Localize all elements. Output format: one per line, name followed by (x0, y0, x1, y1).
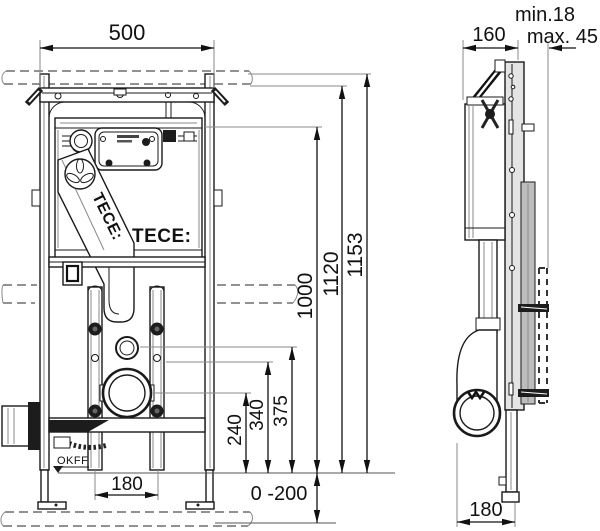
mounting-stud-left (87, 285, 103, 471)
wall-anchor-tab (521, 123, 535, 132)
dim-160-label: 160 (472, 24, 505, 46)
wall-dashed-section (538, 267, 548, 404)
dimensions: 500 1153 1120 1000 375 340 240 180 0 -20… (39, 4, 598, 527)
dim-1120-label: 1120 (320, 251, 343, 296)
dim-1153-label: 1153 (344, 232, 367, 277)
ceiling-bracket-right (210, 86, 230, 107)
wall-min-label: min.18 (515, 4, 575, 26)
corner-gusset-right (188, 101, 206, 119)
half-wall-band (1, 284, 299, 304)
dim-floor-adjust-label: 0 -200 (251, 483, 308, 505)
access-panel (94, 127, 163, 171)
front-view: TECE: TECE: (1, 73, 230, 510)
ceiling-bracket-left (24, 86, 44, 107)
dim-240-label: 240 (225, 414, 246, 446)
supply-valve (163, 130, 176, 142)
ceiling-band (1, 70, 253, 85)
flush-connection-circle (115, 336, 139, 360)
frame-bottom-crossbar (48, 417, 206, 450)
dim-180-front-label: 180 (111, 474, 143, 495)
floor-level-label: OKFF (57, 455, 88, 467)
rear-channel (518, 181, 549, 405)
dim-1000-label: 1000 (294, 273, 317, 320)
dim-180-side-label: 180 (469, 499, 502, 521)
panel-knob (142, 138, 150, 146)
dim-width-label: 500 (109, 20, 146, 45)
cistern-side (464, 96, 506, 241)
frame-brand-label: TECE: (132, 226, 192, 247)
drain-stub (1, 402, 40, 450)
wall-max-label: max. 45 (527, 26, 598, 48)
type-label-text2 (117, 140, 132, 143)
type-label-text (117, 135, 139, 138)
side-flush-pipe (475, 239, 501, 333)
service-box (62, 261, 83, 286)
floor-band (0, 511, 253, 527)
frame-foot-right (185, 469, 215, 510)
drain-elbow (452, 329, 502, 438)
side-view (452, 55, 549, 503)
dim-375-label: 375 (271, 395, 292, 427)
side-foot (498, 409, 520, 503)
frame-rail-right (204, 73, 223, 471)
frame-foot-left (37, 469, 67, 510)
corner-gusset-left (48, 101, 66, 119)
flush-pipe: TECE: (57, 148, 135, 323)
waste-outlet-circle (99, 367, 155, 419)
frame-top-crossbar (39, 87, 215, 118)
floor-level-datum: OKFF (53, 455, 89, 473)
dim-340-label: 340 (247, 399, 268, 431)
tece-logo-emblem (64, 158, 96, 190)
mounting-stud-right (149, 285, 165, 471)
